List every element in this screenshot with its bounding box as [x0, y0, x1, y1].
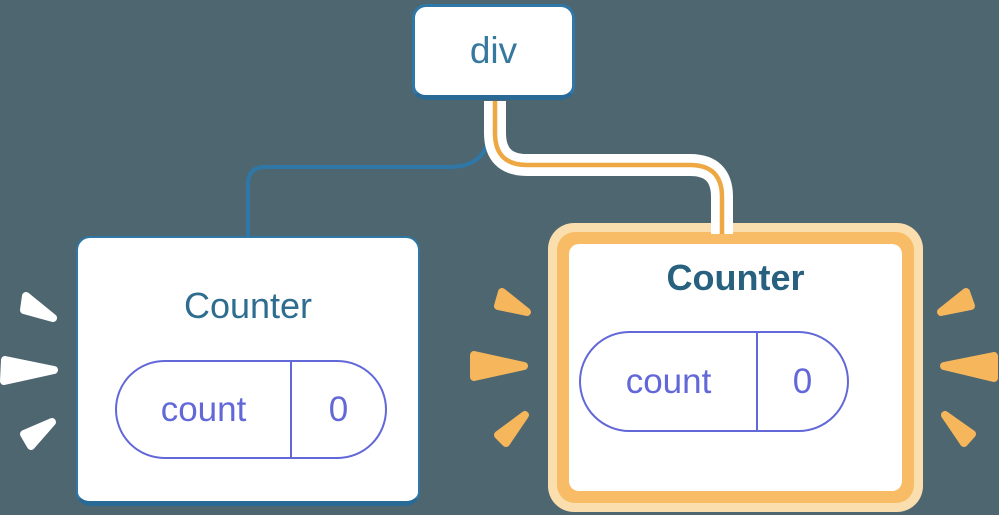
- counter-title: Counter: [666, 257, 805, 298]
- root-div-node: div: [412, 4, 575, 100]
- edge-to-right-counter-halo: [484, 101, 733, 234]
- edge-to-left-counter: [246, 101, 492, 238]
- state-key-label: count: [117, 362, 292, 457]
- burst-spark-icon: [470, 351, 528, 381]
- counter-title: Counter: [183, 285, 313, 326]
- counter-card-right-highlight: Counter count 0: [548, 223, 923, 512]
- burst-spark-icon: [494, 411, 529, 447]
- burst-spark-icon: [937, 288, 975, 316]
- burst-spark-icon: [20, 292, 57, 322]
- burst-spark-icon: [494, 288, 531, 316]
- state-key-label: count: [581, 333, 758, 430]
- state-value-label: 0: [792, 361, 813, 401]
- state-pill: count 0: [579, 331, 849, 432]
- burst-spark-icon: [20, 418, 56, 450]
- burst-spark-icon: [940, 352, 998, 382]
- edge-to-right-counter: [492, 101, 725, 234]
- burst-spark-icon: [941, 411, 976, 447]
- burst-spark-icon: [0, 356, 58, 385]
- counter-card-left: Counter count 0: [76, 236, 420, 506]
- state-value-label: 0: [328, 389, 349, 429]
- root-div-label: div: [469, 29, 518, 71]
- state-pill: count 0: [115, 360, 387, 459]
